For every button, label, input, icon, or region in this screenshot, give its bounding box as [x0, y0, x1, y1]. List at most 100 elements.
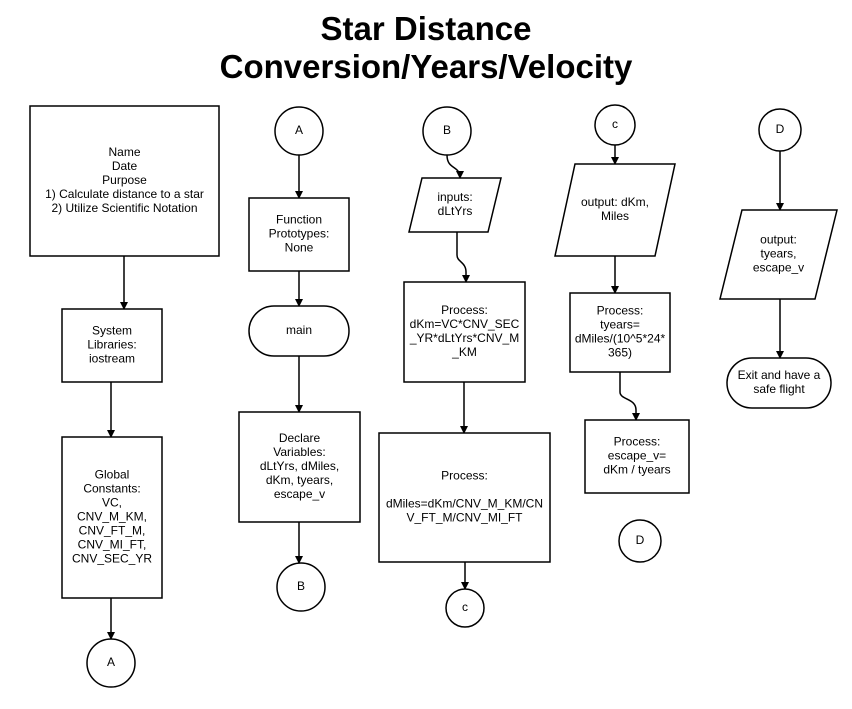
io-parallelogram	[408, 177, 502, 233]
node-label: Process:tyears=dMiles/(10^5*24*365)	[575, 304, 666, 360]
title-line-2: Conversion/Years/Velocity	[219, 48, 633, 85]
node-label-line: Process:	[597, 304, 644, 318]
title-line-1: Star Distance	[320, 10, 532, 47]
node-label-line: tyears=	[600, 318, 640, 332]
node-label-line: escape_v	[274, 487, 325, 501]
node-label: A	[107, 655, 115, 669]
node-label-line: 1) Calculate distance to a star	[45, 187, 204, 201]
process-box	[61, 436, 163, 599]
node-label-line: _YR*dLtYrs*CNV_M	[409, 331, 519, 345]
node-label-line: output:	[760, 233, 797, 247]
node-conn-b-start: B	[422, 106, 472, 156]
node-label-line: dKm, tyears,	[266, 473, 333, 487]
flow-arrow	[619, 372, 640, 421]
node-conn-d-end: D	[618, 519, 662, 563]
node-label-line: Libraries:	[87, 338, 136, 352]
node-label-line: Exit and have a	[738, 368, 821, 382]
node-label-line: Prototypes:	[269, 227, 330, 241]
node-proc-years: Process:tyears=dMiles/(10^5*24*365)	[569, 292, 671, 373]
node-output-years: output:tyears,escape_v	[719, 209, 838, 300]
diagram-title: Star Distance Conversion/Years/Velocity	[0, 10, 852, 86]
process-box	[403, 281, 526, 383]
connector-circle	[86, 638, 136, 688]
node-label-line: Constants:	[83, 482, 140, 496]
connector-circle	[758, 108, 802, 152]
io-parallelogram	[719, 209, 838, 300]
node-label-line: CNV_FT_M,	[79, 524, 146, 538]
node-label-line: System	[92, 324, 132, 338]
io-parallelogram	[554, 163, 676, 257]
node-label-line: Process:	[441, 303, 488, 317]
process-box	[29, 105, 220, 257]
connector-circle	[276, 562, 326, 612]
node-label-line: output: dKm,	[581, 195, 649, 209]
node-label: output:tyears,escape_v	[753, 233, 804, 275]
node-label-line: main	[286, 323, 312, 337]
process-box	[248, 197, 350, 272]
node-label: B	[443, 123, 451, 137]
node-label-line: dMiles/(10^5*24*	[575, 332, 666, 346]
node-label-line: Process:	[441, 469, 488, 483]
process-box	[238, 411, 361, 523]
node-label-line: dLtYrs, dMiles,	[260, 459, 339, 473]
node-label-line: escape_v=	[608, 449, 666, 463]
node-label-line: A	[107, 655, 115, 669]
flow-arrow	[456, 232, 470, 283]
node-label: D	[636, 533, 645, 547]
node-label: B	[297, 579, 305, 593]
node-label-line: _KM	[451, 345, 477, 359]
node-proc-escape: Process:escape_v=dKm / tyears	[584, 419, 690, 494]
node-label-line: CNV_SEC_YR	[72, 552, 152, 566]
node-label: main	[286, 323, 312, 337]
node-label-line: Miles	[601, 209, 629, 223]
connector-circle	[594, 104, 636, 146]
node-label: Process:dKm=VC*CNV_SEC_YR*dLtYrs*CNV_M_K…	[409, 303, 520, 359]
node-label: Process:escape_v=dKm / tyears	[603, 435, 670, 477]
node-conn-a-end: A	[86, 638, 136, 688]
flow-arrows	[107, 145, 784, 640]
connector-circle	[274, 106, 324, 156]
node-label-line: c	[462, 600, 468, 614]
process-box	[61, 308, 163, 383]
connector-circle	[445, 588, 485, 628]
node-label-line: inputs:	[437, 190, 472, 204]
node-proc-km: Process:dKm=VC*CNV_SEC_YR*dLtYrs*CNV_M_K…	[403, 281, 526, 383]
process-box	[569, 292, 671, 373]
connector-circle	[618, 519, 662, 563]
node-label: D	[776, 122, 785, 136]
node-label-line: D	[636, 533, 645, 547]
node-conn-c-end: c	[445, 588, 485, 628]
node-label-line: dLtYrs	[438, 204, 473, 218]
node-label-line: CNV_MI_FT,	[78, 538, 147, 552]
node-label-line: Global	[95, 468, 130, 482]
node-label-line: VC,	[102, 496, 122, 510]
node-label-line: dMiles=dKm/CNV_M_KM/CN	[386, 497, 543, 511]
node-inputs: inputs:dLtYrs	[408, 177, 502, 233]
process-box	[378, 432, 551, 563]
node-label-line: escape_v	[753, 261, 804, 275]
node-label-line: D	[776, 122, 785, 136]
node-label-line: V_FT_M/CNV_MI_FT	[406, 511, 523, 525]
node-label-line: A	[295, 123, 303, 137]
node-conn-d-start: D	[758, 108, 802, 152]
node-conn-c-start: c	[594, 104, 636, 146]
node-main: main	[248, 305, 350, 357]
process-box	[584, 419, 690, 494]
terminal-shape	[248, 305, 350, 357]
node-label: output: dKm,Miles	[581, 195, 649, 223]
node-label-line: dKm / tyears	[603, 463, 670, 477]
node-label-line: B	[297, 579, 305, 593]
node-output-km: output: dKm,Miles	[554, 163, 676, 257]
node-label: A	[295, 123, 303, 137]
